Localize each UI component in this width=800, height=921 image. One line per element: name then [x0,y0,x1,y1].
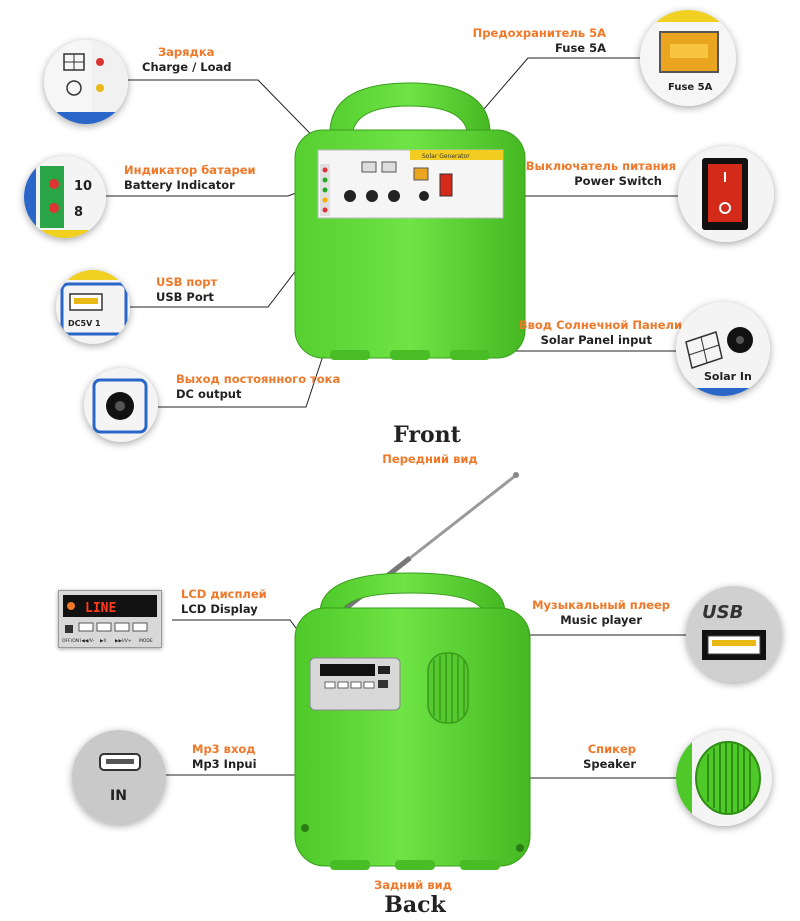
lcd-btn-next: ▶▶I/V+ [115,638,132,644]
inset-power-switch [678,146,774,242]
solar-inset-text: Solar In [704,370,752,383]
inset-mp3-input: IN [72,730,166,824]
label-power-ru: Выключатель питания [525,159,676,173]
label-solar-ru: Ввод Солнечной Панели [518,318,682,332]
label-fuse: Предохранитель 5A Fuse 5A [473,26,606,56]
label-solar-en: Solar Panel input [540,333,652,347]
label-lcd: LCD дисплей LCD Display [181,587,267,617]
label-fuse-ru: Предохранитель 5A [472,26,606,40]
inset-dc [84,368,158,442]
label-dc-en: DC output [176,387,242,401]
label-speaker-en: Speaker [583,757,636,771]
inset-charge [44,40,128,124]
label-dc-ru: Выход постоянного тока [176,372,341,386]
back-subtitle: Задний вид [374,878,452,892]
label-mp3: Mp3 вход Mp3 Inpui [192,742,257,772]
inset-usb-back: USB [686,586,782,682]
lcd-text: LINE [85,601,116,616]
inset-speaker [676,730,772,826]
back-device [294,472,531,870]
label-dc: Выход постоянного тока DC output [176,372,340,402]
label-charge-ru: Зарядка [158,45,215,59]
label-mp3-en: Mp3 Inpui [192,757,257,771]
front-subtitle: Передний вид [382,452,478,466]
label-music-en: Music player [560,613,642,627]
lcd-btn-play: ▶II [100,638,106,644]
lcd-btn-prev: I◀◀/V- [80,638,95,644]
back-title: Back [384,892,446,918]
label-usb-en: USB Port [156,290,214,304]
label-lcd-en: LCD Display [181,602,258,616]
label-power: Выключатель питания Power Switch [526,159,676,189]
label-charge: Зарядка Charge / Load [142,45,232,75]
label-power-en: Power Switch [574,174,662,188]
battery-mark-8: 8 [74,205,83,220]
label-lcd-ru: LCD дисплей [181,587,267,601]
inset-battery: 10 8 [24,156,106,238]
label-battery-ru: Индикатор батареи [124,163,256,177]
inset-lcd-panel: LINE OFF/ON I◀◀/V- ▶II ▶▶I/V+ MODE [58,590,162,648]
label-music-ru: Музыкальный плеер [532,598,670,612]
panel-label: Solar Generator [422,153,470,160]
label-music: Музыкальный плеер Music player [532,598,670,628]
label-battery-en: Battery Indicator [124,178,235,192]
label-speaker-ru: Спикер [587,742,636,756]
mp3-inset-text: IN [110,788,127,804]
usb-inset-text: DC5V 1 [68,319,101,328]
inset-usb: DC5V 1 [56,270,130,344]
lcd-btn-mode: MODE [139,638,153,644]
fuse-inset-text: Fuse 5A [668,82,713,93]
inset-fuse: Fuse 5A [640,10,736,106]
battery-mark-10: 10 [74,179,92,194]
label-usb: USB порт USB Port [156,275,217,305]
label-battery: Индикатор батареи Battery Indicator [124,163,256,193]
lcd-btn-off-on: OFF/ON [62,638,79,644]
front-device: Solar Generator [294,82,526,360]
label-charge-en: Charge / Load [142,60,232,74]
label-solar: Ввод Солнечной Панели Solar Panel input [519,318,682,348]
label-speaker: Спикер Speaker [583,742,636,772]
label-usb-ru: USB порт [156,275,218,289]
inset-solar-input: Solar In [676,302,770,396]
front-title: Front [393,422,461,448]
usb-logo-text: USB [702,602,743,623]
label-mp3-ru: Mp3 вход [192,742,256,756]
label-fuse-en: Fuse 5A [554,41,606,55]
